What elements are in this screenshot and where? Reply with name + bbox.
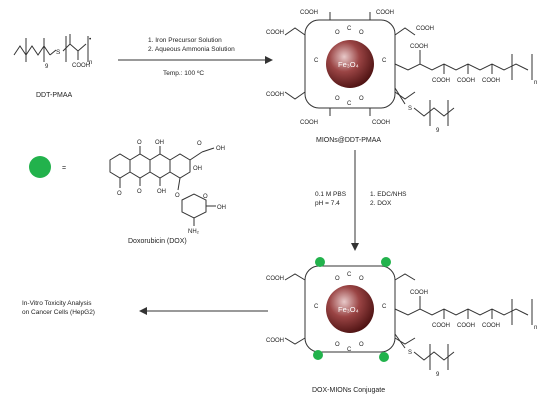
- conj-cooh-chain-4: COOH: [482, 323, 500, 329]
- doxorubicin-structure: O O OH OH O O OH OH O O OH NH₂ Doxorubic…: [109, 140, 226, 245]
- conj-oxygen-top: O: [335, 276, 340, 282]
- legend-equals: =: [62, 165, 66, 172]
- methoxy-oxygen: O: [117, 191, 122, 197]
- conjugate-fe3o4-core: [326, 285, 374, 333]
- chain-repeat-n: n: [534, 80, 537, 86]
- radical-dot: •: [89, 36, 92, 43]
- step3-application: In-Vitro Toxicity Analysis on Cancer Cel…: [22, 300, 268, 316]
- anchor-carbon-left: C: [314, 58, 319, 64]
- conj-cooh-chain-1: COOH: [410, 290, 428, 296]
- conj-carbon-top: C: [347, 272, 352, 278]
- ketone-oxygen: O: [197, 141, 202, 147]
- anchor-carbon-bottom: C: [347, 101, 352, 107]
- quinone-oxygen-bottom: O: [137, 189, 142, 195]
- conj-sulfur-link: S: [408, 350, 412, 356]
- cooh-bottom-right: COOH: [372, 120, 390, 126]
- sulfur-link: S: [408, 106, 412, 112]
- ddt-pmaa-label: DDT-PMAA: [36, 92, 73, 99]
- mion-structure: O C O O C O C C COOH COOH COOH COOH COOH…: [266, 10, 537, 144]
- glycosidic-oxygen: O: [175, 193, 180, 199]
- anchor-carbon-top: C: [347, 26, 352, 32]
- conjugate-label: DOX-MIONs Conjugate: [312, 387, 385, 394]
- conj-oxygen-bottom-2: O: [359, 342, 364, 348]
- conj-cooh-chain-3: COOH: [457, 323, 475, 329]
- anchor-oxygen-bottom: O: [335, 96, 340, 102]
- repeat-count-n: n: [89, 60, 92, 66]
- cooh-left-lower: COOH: [266, 92, 284, 98]
- step2-buffer: 0.1 M PBS: [315, 191, 347, 198]
- step1-reagent-2: 2. Aqueous Ammonia Solution: [148, 46, 235, 53]
- anchor-oxygen-top: O: [335, 30, 340, 36]
- cooh-chain-2: COOH: [432, 78, 450, 84]
- conjugate-core-label: Fe₃O₄: [338, 305, 359, 314]
- application-line-1: In-Vitro Toxicity Analysis: [22, 300, 92, 307]
- attached-dox-top-right: [381, 257, 391, 267]
- repeat-count-9: 9: [45, 64, 49, 70]
- conj-alkyl-repeat-9: 9: [436, 372, 440, 378]
- cooh-chain-3: COOH: [457, 78, 475, 84]
- attached-dox-bottom-left: [313, 350, 323, 360]
- amine-group: NH₂: [188, 229, 200, 235]
- cooh-top-right: COOH: [376, 10, 394, 16]
- cooh-left-upper: COOH: [266, 30, 284, 36]
- cooh-right-upper: COOH: [416, 26, 434, 32]
- dodecyl-chain: [13, 45, 51, 56]
- cooh-chain-4: COOH: [482, 78, 500, 84]
- conj-cooh-left-upper: COOH: [266, 276, 284, 282]
- sugar-hydroxyl: OH: [217, 205, 226, 211]
- conj-cooh-left-lower: COOH: [266, 338, 284, 344]
- step1-temperature: Temp.: 100 ºC: [163, 70, 204, 77]
- conj-cooh-chain-2: COOH: [432, 323, 450, 329]
- conjugate-structure: O C O O C O C C COOH COOH Fe₃O₄ COOH COO…: [266, 257, 537, 394]
- dox-marker-dot: [29, 156, 51, 178]
- step2-ph: pH = 7.4: [315, 200, 340, 207]
- conj-oxygen-bottom: O: [335, 342, 340, 348]
- phenol-oh-top: OH: [155, 140, 164, 146]
- legend: =: [29, 156, 66, 178]
- anchor-oxygen-top-2: O: [359, 30, 364, 36]
- application-line-2: on Cancer Cells (HepG2): [22, 309, 95, 316]
- sulfur-atom: S: [56, 49, 61, 56]
- conj-carbon-right: C: [382, 304, 387, 310]
- attached-dox-top-left: [315, 257, 325, 267]
- anchor-carbon-right: C: [382, 58, 387, 64]
- mion-product-label: MIONs@DDT-PMAA: [316, 137, 381, 144]
- conj-carbon-left: C: [314, 304, 319, 310]
- doxorubicin-label: Doxorubicin (DOX): [128, 238, 187, 245]
- sugar-ring-oxygen: O: [203, 194, 208, 200]
- cooh-top-left: COOH: [300, 10, 318, 16]
- attached-dox-bottom-right: [379, 352, 389, 362]
- step1-reagent-1: 1. Iron Precursor Solution: [148, 37, 222, 44]
- hydroxyl-ring: OH: [193, 166, 202, 172]
- phenol-oh-bottom: OH: [157, 189, 166, 195]
- fe3o4-core-label: Fe₃O₄: [338, 60, 359, 69]
- ddt-pmaa-structure: 9 S COOH n • DDT-PMAA: [13, 34, 92, 99]
- cooh-chain-1: COOH: [410, 44, 428, 50]
- hydroxyl-terminal: OH: [216, 146, 225, 152]
- fe3o4-nanoparticle-core: [326, 40, 374, 88]
- step1-reaction: 1. Iron Precursor Solution 2. Aqueous Am…: [118, 37, 273, 77]
- quinone-oxygen-top: O: [137, 140, 142, 146]
- step2-reaction: 0.1 M PBS pH = 7.4 1. EDC/NHS 2. DOX: [315, 150, 407, 251]
- step2-reagent-1: 1. EDC/NHS: [370, 191, 407, 198]
- step2-reagent-2: 2. DOX: [370, 200, 392, 207]
- cooh-bottom-left: COOH: [300, 120, 318, 126]
- alkyl-repeat-9: 9: [436, 128, 440, 134]
- conj-chain-repeat-n: n: [534, 325, 537, 331]
- conj-oxygen-top-2: O: [359, 276, 364, 282]
- anchor-oxygen-bottom-2: O: [359, 96, 364, 102]
- carboxyl-group: COOH: [72, 63, 90, 69]
- conj-carbon-bottom: C: [347, 347, 352, 353]
